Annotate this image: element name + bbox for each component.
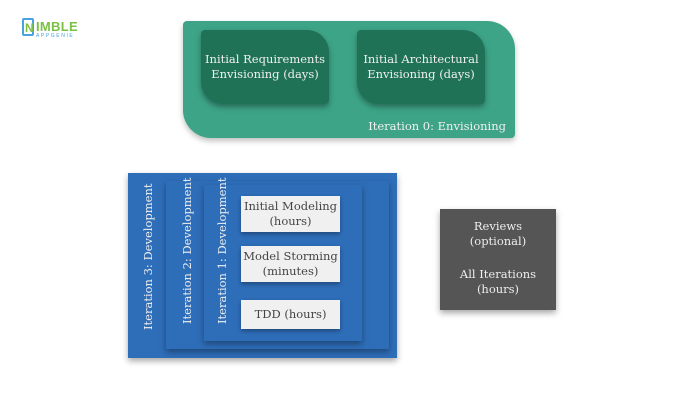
tdd-box: TDD (hours) xyxy=(241,300,340,329)
model-storming-box: Model Storming(minutes) xyxy=(241,246,340,282)
iteration-3-label: Iteration 3: Development xyxy=(141,183,155,331)
logo-phone-icon: N xyxy=(22,18,34,36)
iteration-1-label: Iteration 1: Development xyxy=(215,177,229,325)
reviews-box: Reviews(optional) All Iterations(hours) xyxy=(440,209,556,310)
logo-wordmark: IMBLE xyxy=(36,19,78,34)
logo-subtitle: APPGENIE xyxy=(36,33,75,39)
iteration-0-label: Iteration 0: Envisioning xyxy=(368,119,506,133)
initial-modeling-box: Initial Modeling(hours) xyxy=(241,196,340,232)
iteration-2-label: Iteration 2: Development xyxy=(180,177,194,325)
nimble-appgenie-logo: N IMBLE APPGENIE xyxy=(22,18,82,42)
